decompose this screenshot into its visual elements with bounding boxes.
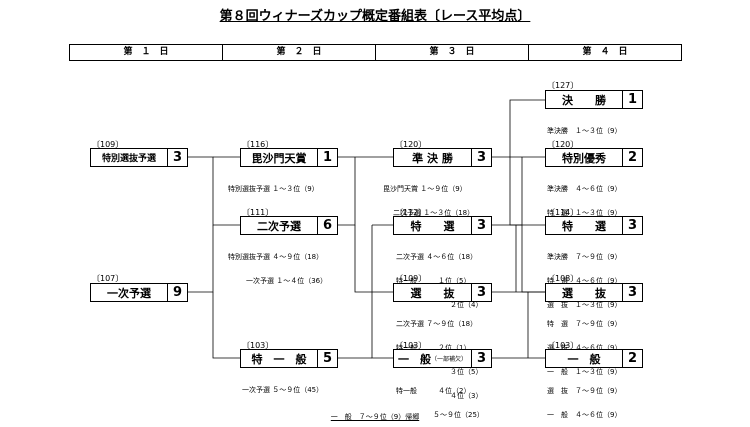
advancement-list: 二次予選 ７～９位（18） 特一般 ２位（1） ３位（5） ４位（3） xyxy=(396,320,483,400)
race-code: 〔127〕 xyxy=(547,81,579,90)
day-2-header: 第 ２ 日 xyxy=(223,45,376,60)
race-box-tokusen-day4: 特 選 3 xyxy=(545,216,643,235)
advancement-list: 毘沙門天賞 １～９位（9） 二次予選 １～３位（18） xyxy=(383,185,475,217)
race-name: 選 抜 xyxy=(545,283,622,302)
race-code: 〔108〕 xyxy=(547,274,579,283)
race-name: 特 選 xyxy=(393,216,471,235)
elimination-note: 一 般 ７～９位（9）帰郷 xyxy=(330,413,420,421)
race-box-niji-yosen: 二次予選 6 xyxy=(240,216,338,235)
race-count: 6 xyxy=(317,216,338,235)
advancement-list: 特別選抜予選 ４～９位（18） 一次予選 １～４位（36） xyxy=(228,253,328,285)
race-box-kessho: 決 勝 1 xyxy=(545,90,643,109)
race-name: 決 勝 xyxy=(545,90,622,109)
day-header-row: 第 １ 日 第 ２ 日 第 ３ 日 第 ４ 日 xyxy=(69,44,682,61)
race-box-ippan-day3: 一 般 （一部補欠） 3 xyxy=(393,349,492,368)
advancement-list: 特別選抜予選 １～３位（9） xyxy=(228,185,319,193)
race-count: 3 xyxy=(622,283,643,302)
race-code: 〔112〕 xyxy=(395,208,427,217)
race-name: 一 般 xyxy=(545,349,622,368)
advancement-list: 特一般 ４位（2） ５～９位（25） xyxy=(396,387,484,419)
race-box-toku-ippan: 特 一 般 5 xyxy=(240,349,338,368)
race-code: 〔111〕 xyxy=(242,208,274,217)
race-code: 〔109〕 xyxy=(92,140,124,149)
race-count: 3 xyxy=(622,216,643,235)
race-box-tokusen-day3: 特 選 3 xyxy=(393,216,492,235)
race-code: 〔120〕 xyxy=(395,140,427,149)
race-name: 特 選 xyxy=(545,216,622,235)
race-count: 2 xyxy=(622,349,643,368)
race-count: 3 xyxy=(471,349,492,368)
race-name: 準 決 勝 xyxy=(393,148,471,167)
race-count: 9 xyxy=(167,283,188,302)
race-box-bishamon-tenshou: 毘沙門天賞 1 xyxy=(240,148,338,167)
race-name: 毘沙門天賞 xyxy=(240,148,317,167)
race-code: 〔103〕 xyxy=(547,341,579,350)
advancement-list: 準決勝 ７～９位（9） 特 選 ４～６位（9） 選 抜 １～３位（9） xyxy=(547,253,622,309)
day-4-header: 第 ４ 日 xyxy=(582,47,628,57)
race-count: 3 xyxy=(167,148,188,167)
race-box-tokubetsu-senbatsu-yosen: 特別選抜予選 3 xyxy=(90,148,188,167)
race-count: 3 xyxy=(471,216,492,235)
race-name-text: 一 般 xyxy=(397,352,431,366)
race-name: 一次予選 xyxy=(90,283,167,302)
race-name: 二次予選 xyxy=(240,216,317,235)
race-tag: （一部補欠） xyxy=(430,356,467,363)
advancement-list: 二次予選 ４～６位（18） 特一般 １位（5） ２位（4） xyxy=(396,253,483,309)
advancement-list: 選 抜 ７～９位（9） 一 般 ４～６位（9） xyxy=(547,387,622,419)
race-count: 3 xyxy=(471,283,492,302)
advancement-list: 特 選 ７～９位（9） 選 抜 ４～６位（9） 一 般 １～３位（9） xyxy=(547,320,622,376)
day-1-header: 第 １ 日 xyxy=(70,45,223,60)
race-box-junkessho: 準 決 勝 3 xyxy=(393,148,492,167)
race-code: 〔120〕 xyxy=(547,140,579,149)
race-box-tokubetsu-yushu: 特別優秀 2 xyxy=(545,148,643,167)
race-code: 〔114〕 xyxy=(547,208,579,217)
advancement-list: 一次予選 ５～９位（45） xyxy=(242,386,324,394)
race-code: 〔107〕 xyxy=(92,274,124,283)
race-count: 2 xyxy=(622,148,643,167)
race-count: 3 xyxy=(471,148,492,167)
race-box-ichiji-yosen: 一次予選 9 xyxy=(90,283,188,302)
race-name: 特別優秀 xyxy=(545,148,622,167)
day-3-header: 第 ３ 日 xyxy=(376,45,529,60)
race-box-senbatsu-day4: 選 抜 3 xyxy=(545,283,643,302)
race-name: 特別選抜予選 xyxy=(90,148,167,167)
advancement-list: 準決勝 ４～６位（9） 特 選 １～３位（9） xyxy=(547,185,622,217)
race-code: 〔109〕 xyxy=(395,274,427,283)
advancement-list: 準決勝 １～３位（9） xyxy=(547,127,622,135)
race-code: 〔116〕 xyxy=(242,140,274,149)
race-name: 特 一 般 xyxy=(240,349,317,368)
page-title: 第８回ウィナーズカップ概定番組表〔レース平均点〕 xyxy=(219,9,531,24)
race-code: 〔103〕 xyxy=(242,341,274,350)
race-box-ippan-day4: 一 般 2 xyxy=(545,349,643,368)
race-count: 5 xyxy=(317,349,338,368)
race-count: 1 xyxy=(317,148,338,167)
race-name: 一 般 （一部補欠） xyxy=(393,349,471,368)
race-name: 選 抜 xyxy=(393,283,471,302)
race-count: 1 xyxy=(622,90,643,109)
race-code: 〔103〕 xyxy=(395,341,427,350)
race-box-senbatsu-day3: 選 抜 3 xyxy=(393,283,492,302)
